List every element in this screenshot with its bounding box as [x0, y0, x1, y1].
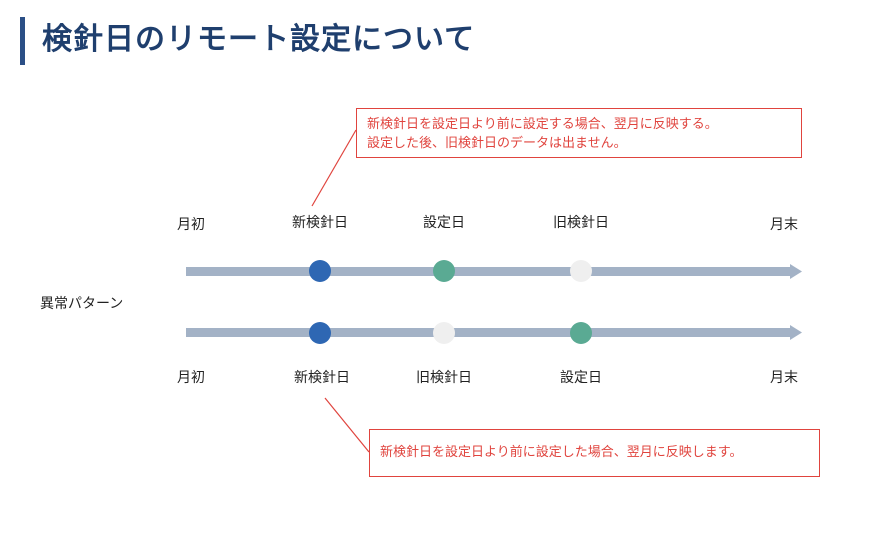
- bottom-callout-box: 新検針日を設定日より前に設定した場合、翌月に反映します。: [369, 429, 820, 477]
- top-callout-line-2: 設定した後、旧検針日のデータは出ません。: [367, 136, 627, 151]
- bottom-timeline-bar: [186, 328, 790, 337]
- bottom-label-end: 月末: [770, 370, 798, 386]
- bottom-label-setting-day: 設定日: [560, 370, 602, 386]
- bottom-setting-day-dot: [570, 322, 592, 344]
- top-old-meter-day-dot: [570, 260, 592, 282]
- bottom-callout-pointer: [324, 397, 370, 453]
- top-label-new-meter-day: 新検針日: [292, 215, 348, 231]
- bottom-label-old-meter-day: 旧検針日: [416, 370, 472, 386]
- bottom-label-start: 月初: [177, 370, 205, 386]
- top-label-start: 月初: [177, 217, 205, 233]
- page-title: 検針日のリモート設定について: [42, 22, 476, 57]
- title-accent-bar: [20, 17, 25, 65]
- top-label-setting-day: 設定日: [423, 215, 465, 231]
- bottom-callout-text: 新検針日を設定日より前に設定した場合、翌月に反映します。: [380, 445, 743, 460]
- top-callout-line-1: 新検針日を設定日より前に設定する場合、翌月に反映する。: [367, 117, 718, 132]
- top-callout-pointer: [311, 129, 357, 207]
- top-callout-box: 新検針日を設定日より前に設定する場合、翌月に反映する。 設定した後、旧検針日のデ…: [356, 108, 802, 158]
- row-label-abnormal-pattern: 異常パターン: [40, 296, 124, 312]
- top-timeline-arrowhead: [790, 264, 802, 279]
- top-label-end: 月末: [770, 217, 798, 233]
- bottom-timeline-arrowhead: [790, 325, 802, 340]
- bottom-label-new-meter-day: 新検針日: [294, 370, 350, 386]
- top-setting-day-dot: [433, 260, 455, 282]
- bottom-old-meter-day-dot: [433, 322, 455, 344]
- bottom-new-meter-day-dot: [309, 322, 331, 344]
- top-new-meter-day-dot: [309, 260, 331, 282]
- top-label-old-meter-day: 旧検針日: [553, 215, 609, 231]
- top-timeline-bar: [186, 267, 790, 276]
